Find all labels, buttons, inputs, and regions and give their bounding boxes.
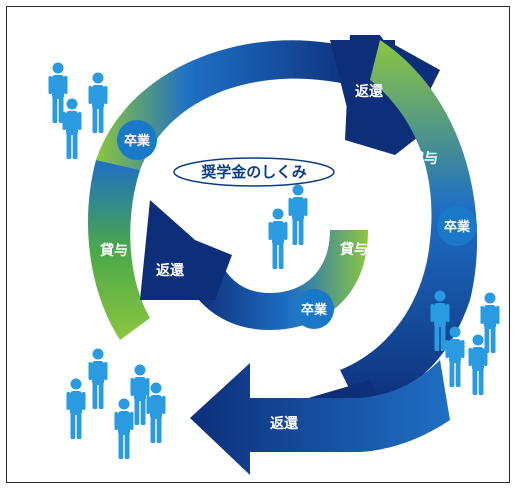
person-icon <box>114 398 134 459</box>
grad-badge-inner <box>294 289 334 329</box>
person-icon <box>268 208 288 269</box>
outer-arc-left <box>88 160 150 340</box>
grad-badge-right-text: 卒業 <box>444 219 471 235</box>
loan-label-inner: 貸与 <box>339 241 368 258</box>
outer-arc-top <box>96 40 362 170</box>
arrowhead-bottom-left <box>190 360 450 475</box>
person-icon <box>66 378 86 439</box>
people-group-bottom-left <box>66 348 166 459</box>
person-icon <box>288 184 308 245</box>
person-icon <box>480 292 500 353</box>
grad-badge-inner-text: 卒業 <box>301 302 328 318</box>
person-icon <box>62 98 82 159</box>
grad-badge-top-left <box>117 120 157 160</box>
return-label-left: 返還 <box>156 262 185 279</box>
diagram-title: 奨学金のしくみ <box>201 163 307 181</box>
return-label-top: 返還 <box>355 83 384 100</box>
return-label-bottom: 返還 <box>270 415 299 432</box>
loan-label-left: 貸与 <box>99 242 128 259</box>
grad-badge-right <box>437 206 477 246</box>
grad-badge-top-left-text: 卒業 <box>124 133 151 149</box>
people-group-top-left <box>48 62 108 159</box>
arrowhead-inner-left <box>140 200 232 300</box>
people-group-center <box>268 184 308 269</box>
person-icon <box>88 348 108 409</box>
title-ellipse <box>173 157 335 187</box>
person-icon <box>88 72 108 133</box>
loan-label-right: 貸与 <box>409 150 438 167</box>
